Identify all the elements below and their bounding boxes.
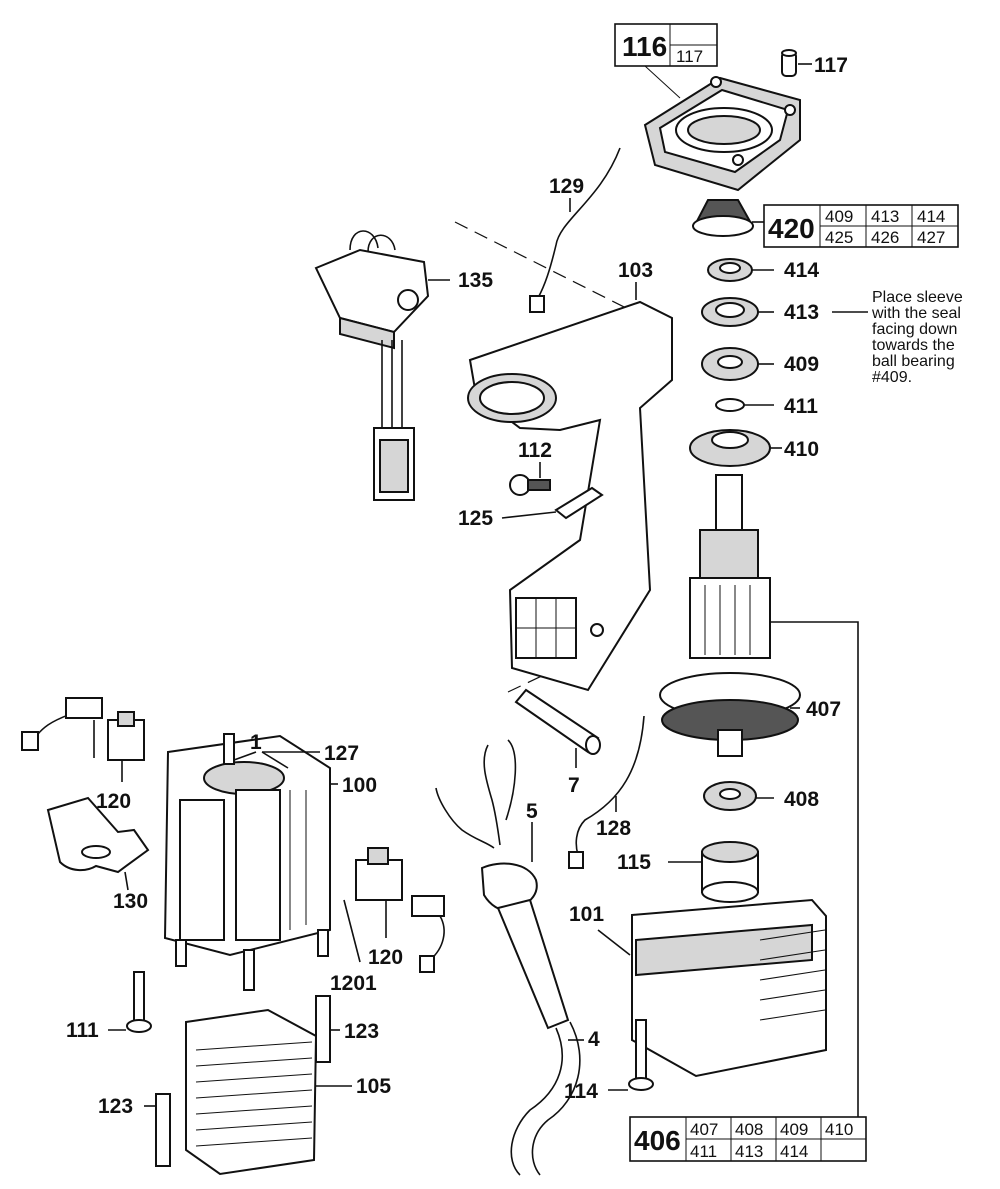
kit-116-table: 116 117 [614, 23, 718, 99]
label-130: 130 [113, 890, 148, 913]
part-101-housing: 101 [569, 898, 827, 1078]
label-120-right: 120 [368, 946, 403, 969]
kit-420-table: 420 409 413 414 425 426 427 [763, 204, 959, 248]
kit-420-cell: 413 [871, 207, 899, 226]
label-1201: 1201 [330, 972, 377, 995]
part-120-brush-holder-left: 120 [21, 697, 145, 813]
part-410-plate: 410 [689, 429, 819, 467]
part-127-pin: 127 1 [223, 731, 359, 769]
label-115: 115 [617, 851, 651, 874]
part-105-field-coil: 105 [185, 1008, 391, 1176]
note-line: facing down [872, 321, 957, 338]
label-4: 4 [588, 1028, 600, 1051]
kit-406-cell: 407 [690, 1120, 718, 1139]
part-5-cord-guard: 5 [435, 739, 570, 1030]
kit-406-table: 406 407 408 409 410 411 413 414 [629, 1105, 867, 1162]
label-125: 125 [458, 507, 493, 530]
note-line: towards the [872, 337, 955, 354]
part-123-clip-left: 123 [98, 1093, 171, 1167]
label-135: 135 [458, 269, 493, 292]
label-112: 112 [518, 439, 552, 462]
part-120-brush-holder-right: 120 [355, 847, 445, 973]
part-135-switch: 135 [314, 230, 493, 501]
part-117-pin: 117 [781, 49, 848, 77]
label-111: 111 [66, 1019, 99, 1042]
kit-420-cell: 414 [917, 207, 945, 226]
kit-406-number: 406 [634, 1125, 681, 1156]
part-103-handle: 103 [467, 259, 673, 692]
part-114-screw: 114 [564, 1019, 654, 1103]
label-414: 414 [784, 259, 819, 282]
kit-406-cell: 409 [780, 1120, 808, 1139]
kit-420-cell: 427 [917, 228, 945, 247]
part-407-armature: 407 [659, 474, 859, 1105]
label-127: 127 [324, 742, 359, 765]
kit-420-cell: 409 [825, 207, 853, 226]
part-411-ring: 411 [715, 395, 818, 418]
kit-406-cell: 411 [690, 1142, 717, 1161]
part-111-screw: 111 [66, 971, 152, 1042]
part-413-seal: 413 [701, 297, 868, 327]
kit-406-cell: 410 [825, 1120, 853, 1139]
label-105: 105 [356, 1075, 391, 1098]
part-414-sleeve: 414 [707, 258, 819, 282]
kit-406-cell: 408 [735, 1120, 763, 1139]
part-112-screw: 112 [509, 439, 552, 496]
part-115-sleeve: 115 [617, 841, 759, 903]
note-line: Place sleeve [872, 289, 963, 306]
part-116-cover [643, 76, 801, 192]
kit-406-cell: 413 [735, 1142, 763, 1161]
note-text: Place sleeve with the seal facing down t… [871, 289, 963, 386]
kit-420-cell: 426 [871, 228, 899, 247]
label-7: 7 [568, 774, 580, 797]
part-130-bracket: 130 [46, 796, 150, 913]
part-420-gear [692, 199, 764, 237]
label-123-right: 123 [344, 1020, 379, 1043]
part-125-terminal: 125 [458, 486, 604, 530]
label-101: 101 [569, 903, 604, 926]
part-7-pin: 7 [514, 688, 601, 797]
note-line: ball bearing [872, 353, 955, 370]
label-413: 413 [784, 301, 819, 324]
kit-116-number: 116 [622, 31, 667, 62]
label-409: 409 [784, 353, 819, 376]
part-1201-label: 1201 [330, 899, 377, 995]
part-129-wire: 129 [529, 147, 621, 313]
label-407: 407 [806, 698, 841, 721]
label-103: 103 [618, 259, 653, 282]
label-411: 411 [784, 395, 818, 418]
label-117: 117 [814, 54, 848, 77]
note-line: with the seal [871, 305, 961, 322]
label-408: 408 [784, 788, 819, 811]
label-100: 100 [342, 774, 377, 797]
kit-420-number: 420 [768, 213, 815, 244]
label-129: 129 [549, 175, 584, 198]
label-114: 114 [564, 1080, 598, 1103]
part-100-motor-housing: 100 [163, 734, 377, 991]
part-408-bearing: 408 [703, 781, 819, 811]
part-409-bearing: 409 [701, 347, 819, 381]
label-120-left: 120 [96, 790, 131, 813]
part-4-cable: 4 [510, 1021, 600, 1176]
part-128-wire: 128 [568, 715, 645, 869]
label-5: 5 [526, 800, 538, 823]
alignment-line [454, 221, 641, 316]
kit-116-cell: 117 [676, 47, 703, 66]
part-123-clip-right: 123 [315, 995, 379, 1063]
kit-406-cell: 414 [780, 1142, 808, 1161]
note-line: #409. [872, 369, 912, 386]
label-128: 128 [596, 817, 631, 840]
label-1: 1 [250, 731, 262, 754]
kit-420-cell: 425 [825, 228, 853, 247]
label-123-left: 123 [98, 1095, 133, 1118]
label-410: 410 [784, 438, 819, 461]
